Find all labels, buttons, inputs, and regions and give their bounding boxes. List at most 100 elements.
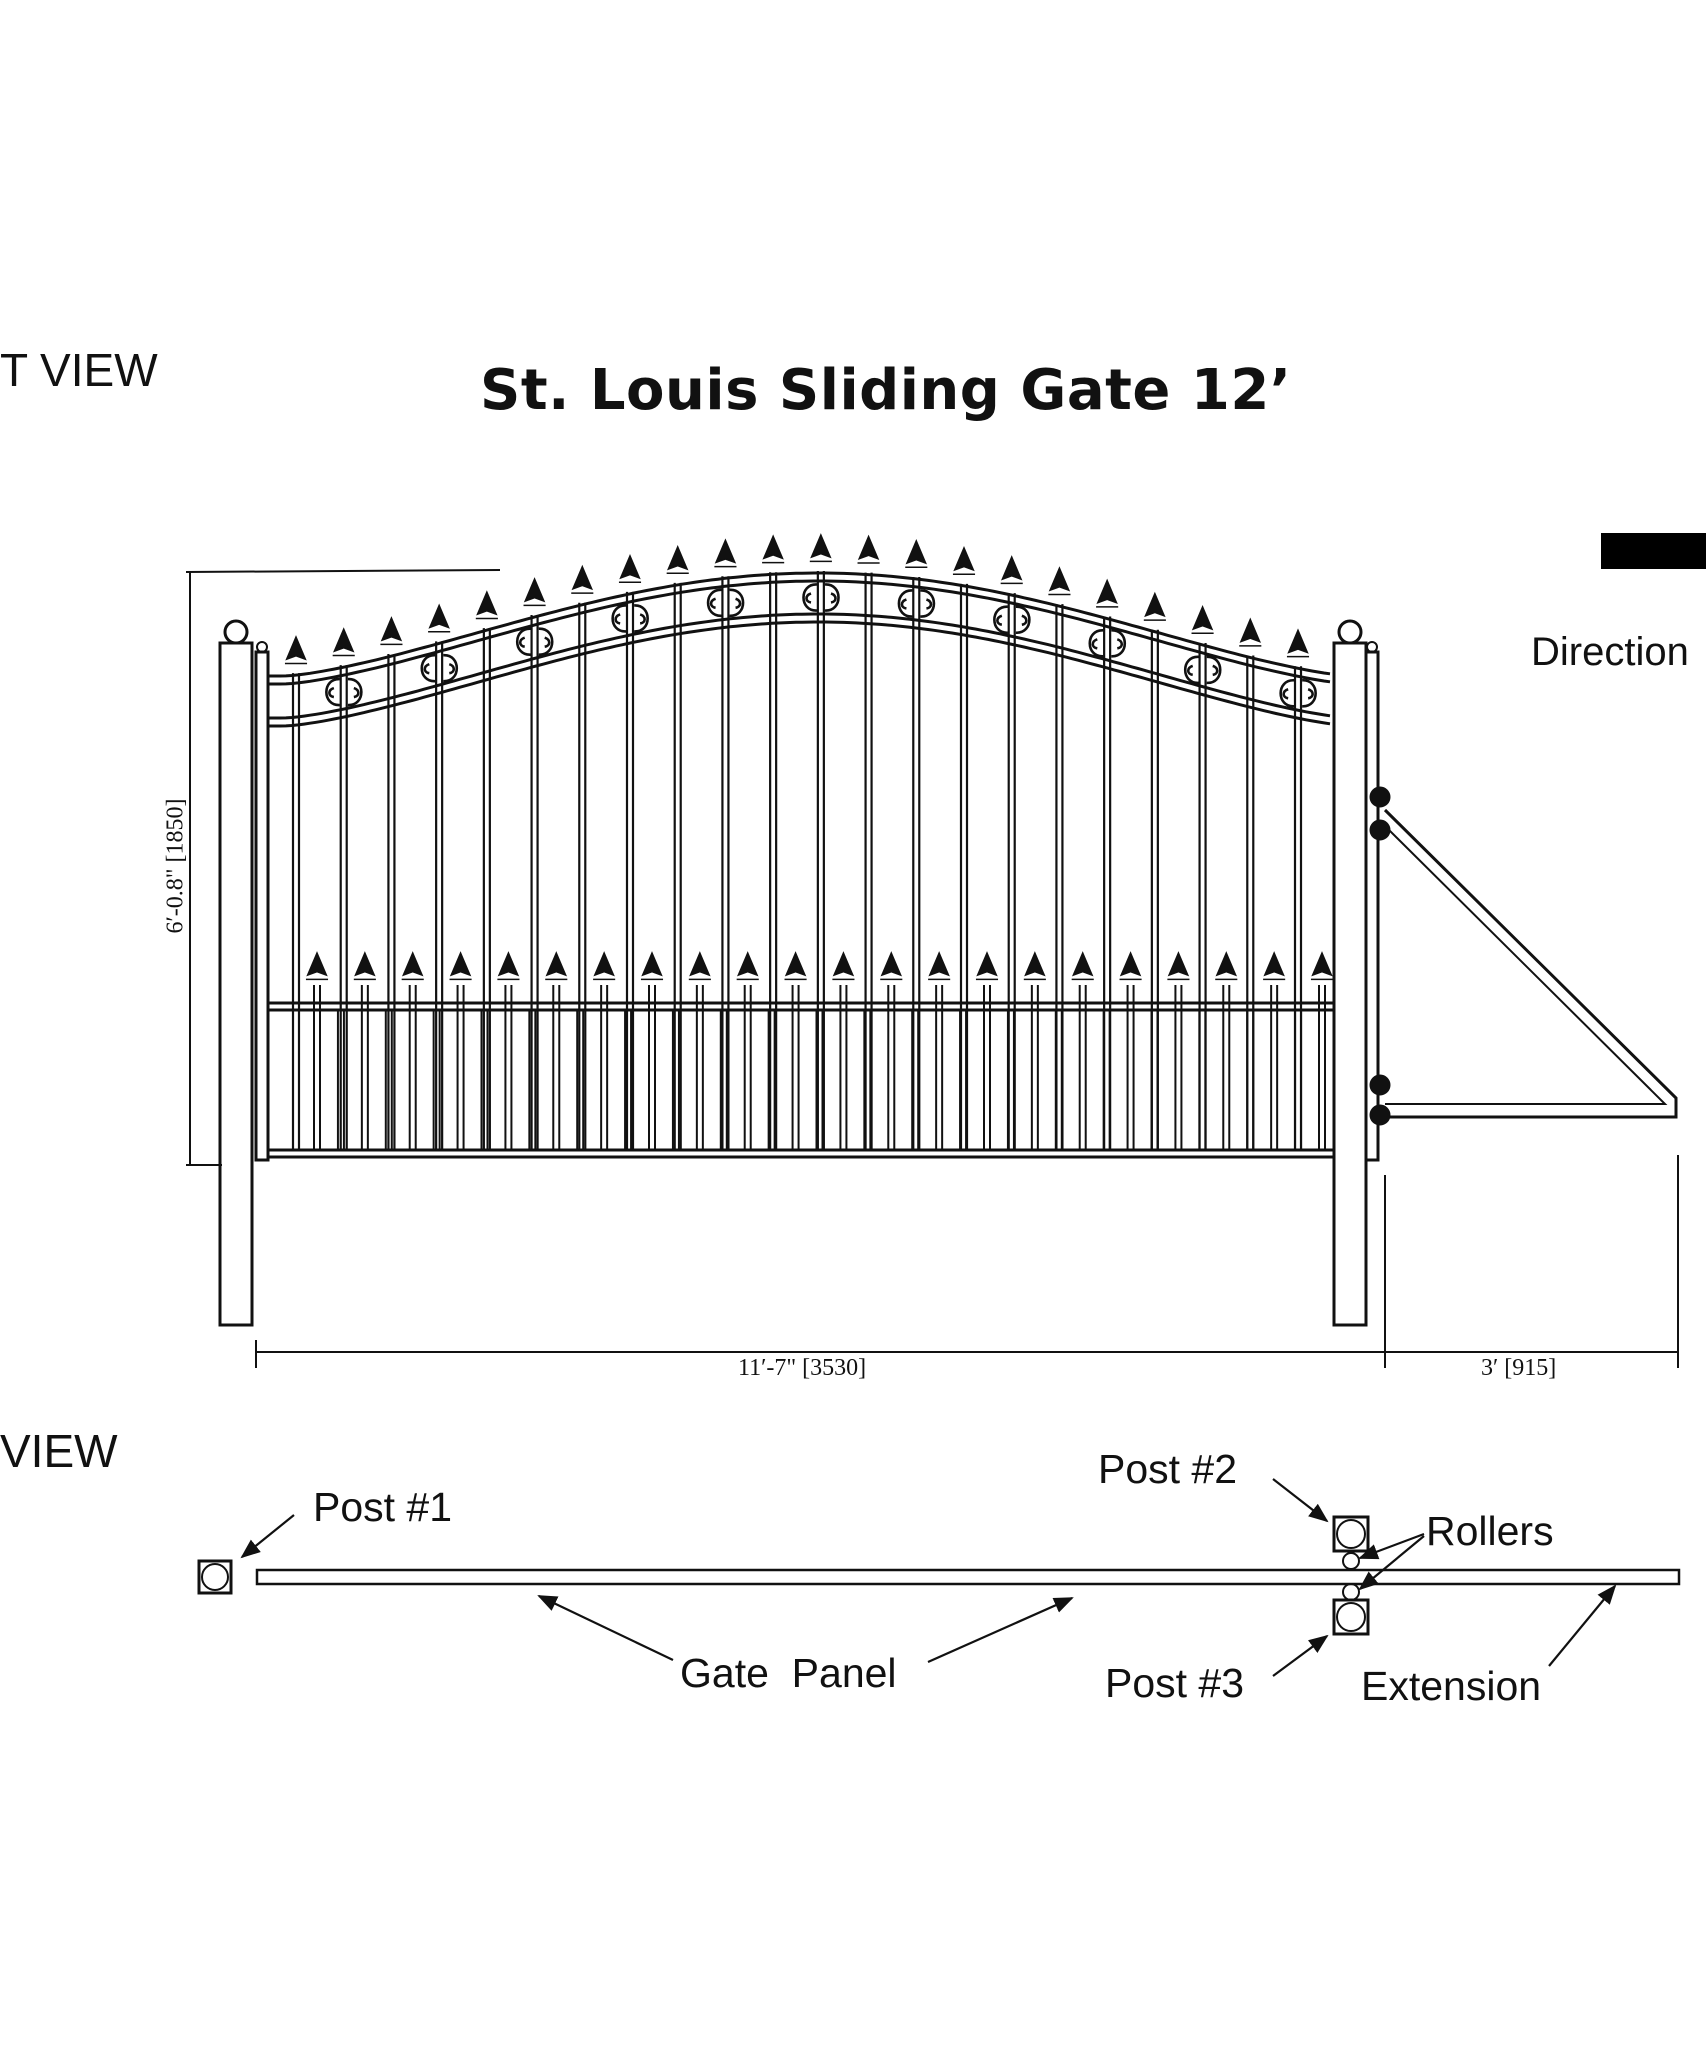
short-picket-spike	[545, 951, 568, 981]
gate-right-finial-ball	[1366, 641, 1378, 653]
extension-width-dimension-text: 3′ [915]	[1481, 1355, 1557, 1381]
top-spike	[666, 544, 689, 575]
arch-rail-upper-inner	[268, 579, 1331, 686]
scroll-ornament-left	[897, 589, 913, 618]
extension-tail	[1383, 808, 1678, 1119]
post-2-leader	[1272, 1478, 1329, 1523]
short-picket-spike	[784, 951, 807, 981]
gate-panel-label: Gate Panel	[680, 1650, 897, 1696]
scroll-ornament-left	[1088, 629, 1104, 658]
top-spike	[523, 577, 546, 607]
short-picket-spike	[401, 951, 424, 981]
front-roller	[1369, 786, 1391, 808]
post-3-symbol	[1332, 1598, 1370, 1636]
post-3-leader	[1272, 1634, 1329, 1677]
top-view-label: VIEW	[0, 1425, 118, 1477]
roller-top	[1342, 1552, 1360, 1570]
gate-panel-leader-left	[537, 1595, 674, 1661]
top-spike	[857, 534, 880, 564]
scroll-ornament-left	[993, 605, 1008, 635]
scroll-ornament-left	[802, 583, 818, 612]
top-spike	[1048, 566, 1071, 596]
scroll-ornament-left	[1184, 655, 1199, 685]
top-spike	[332, 627, 355, 657]
gate-panel-leader-right	[927, 1596, 1074, 1664]
scroll-ornament-left	[420, 653, 436, 683]
arch-rail-lower	[268, 612, 1331, 720]
short-picket-spike	[736, 951, 759, 981]
front-roller	[1369, 1074, 1391, 1096]
post-2-cap	[1337, 619, 1363, 645]
top-view	[197, 1515, 1681, 1636]
top-spike	[1143, 591, 1166, 621]
short-picket-spike	[880, 951, 903, 981]
short-picket-spike	[305, 951, 329, 981]
scroll-ornament-right	[920, 589, 936, 618]
scroll-ornament-left	[516, 627, 531, 656]
top-spike	[1286, 628, 1310, 658]
scroll-ornament-right	[1111, 629, 1126, 658]
scroll-ornament-left	[1279, 678, 1295, 708]
top-spike	[1239, 617, 1262, 647]
gate-left-finial-ball	[256, 641, 268, 653]
callout-leaders	[240, 1478, 1617, 1677]
extension-leader	[1548, 1584, 1617, 1667]
scroll-ornament-left	[706, 588, 722, 618]
post-1-cap	[223, 619, 249, 645]
top-spike	[618, 553, 642, 583]
scroll-ornament-right	[824, 583, 840, 612]
direction-indicator-bar	[1601, 533, 1706, 569]
short-picket-spike	[1119, 951, 1142, 981]
short-picket-spike	[1263, 951, 1286, 981]
top-spike	[475, 590, 498, 620]
front-view-label: T VIEW	[0, 344, 158, 396]
short-picket-spike	[1167, 951, 1190, 981]
top-spike	[571, 564, 594, 594]
short-picket-spike	[1023, 951, 1046, 981]
short-picket-spike	[1215, 951, 1238, 981]
top-spike	[284, 635, 308, 665]
scroll-ornament-right	[1015, 605, 1031, 635]
arch-rail-lower-inner	[268, 620, 1331, 728]
post-2-label: Post #2	[1098, 1446, 1238, 1492]
front-roller	[1369, 1104, 1391, 1126]
short-picket-spike	[975, 951, 999, 981]
post-1-label: Post #1	[313, 1484, 453, 1530]
direction-label: Direction	[1531, 630, 1689, 674]
gate-width-dimension-text: 11′-7" [3530]	[738, 1355, 867, 1381]
top-spike	[809, 533, 832, 563]
scroll-ornament-right	[1206, 655, 1222, 685]
top-spike	[1191, 605, 1214, 635]
scroll-ornament-right	[634, 604, 649, 633]
extension-label: Extension	[1361, 1663, 1542, 1709]
short-picket-spike	[1310, 951, 1334, 981]
top-spike	[1096, 578, 1119, 608]
top-spike	[714, 538, 737, 568]
short-picket-spike	[1071, 951, 1094, 981]
short-picket-spike	[640, 951, 664, 981]
top-spike	[762, 534, 785, 564]
height-dimension-text: 6′-0.8" [1850]	[162, 798, 189, 934]
short-picket-spike	[832, 951, 855, 981]
scroll-ornament-right	[443, 653, 458, 683]
scroll-ornament-right	[1302, 678, 1317, 708]
front-view	[218, 533, 1678, 1327]
post-2	[1332, 641, 1368, 1327]
rollers-leader-bottom	[1358, 1535, 1425, 1591]
scroll-ornament-right	[538, 627, 554, 656]
short-picket-spike	[593, 951, 616, 981]
short-picket-spike	[497, 951, 520, 981]
top-spike	[1000, 555, 1023, 585]
arch-rail-upper	[268, 571, 1331, 678]
scroll-ornament-right	[347, 677, 363, 707]
height-dimension-line	[185, 569, 501, 1166]
drawing-title: St. Louis Sliding Gate 12’	[480, 358, 1292, 423]
top-spike	[905, 539, 928, 569]
width-dimension-lines	[255, 1155, 1679, 1368]
gate-left-stile	[254, 650, 270, 1162]
top-spike	[952, 545, 976, 575]
short-picket-spike	[688, 951, 711, 981]
post-1-leader	[240, 1514, 295, 1559]
